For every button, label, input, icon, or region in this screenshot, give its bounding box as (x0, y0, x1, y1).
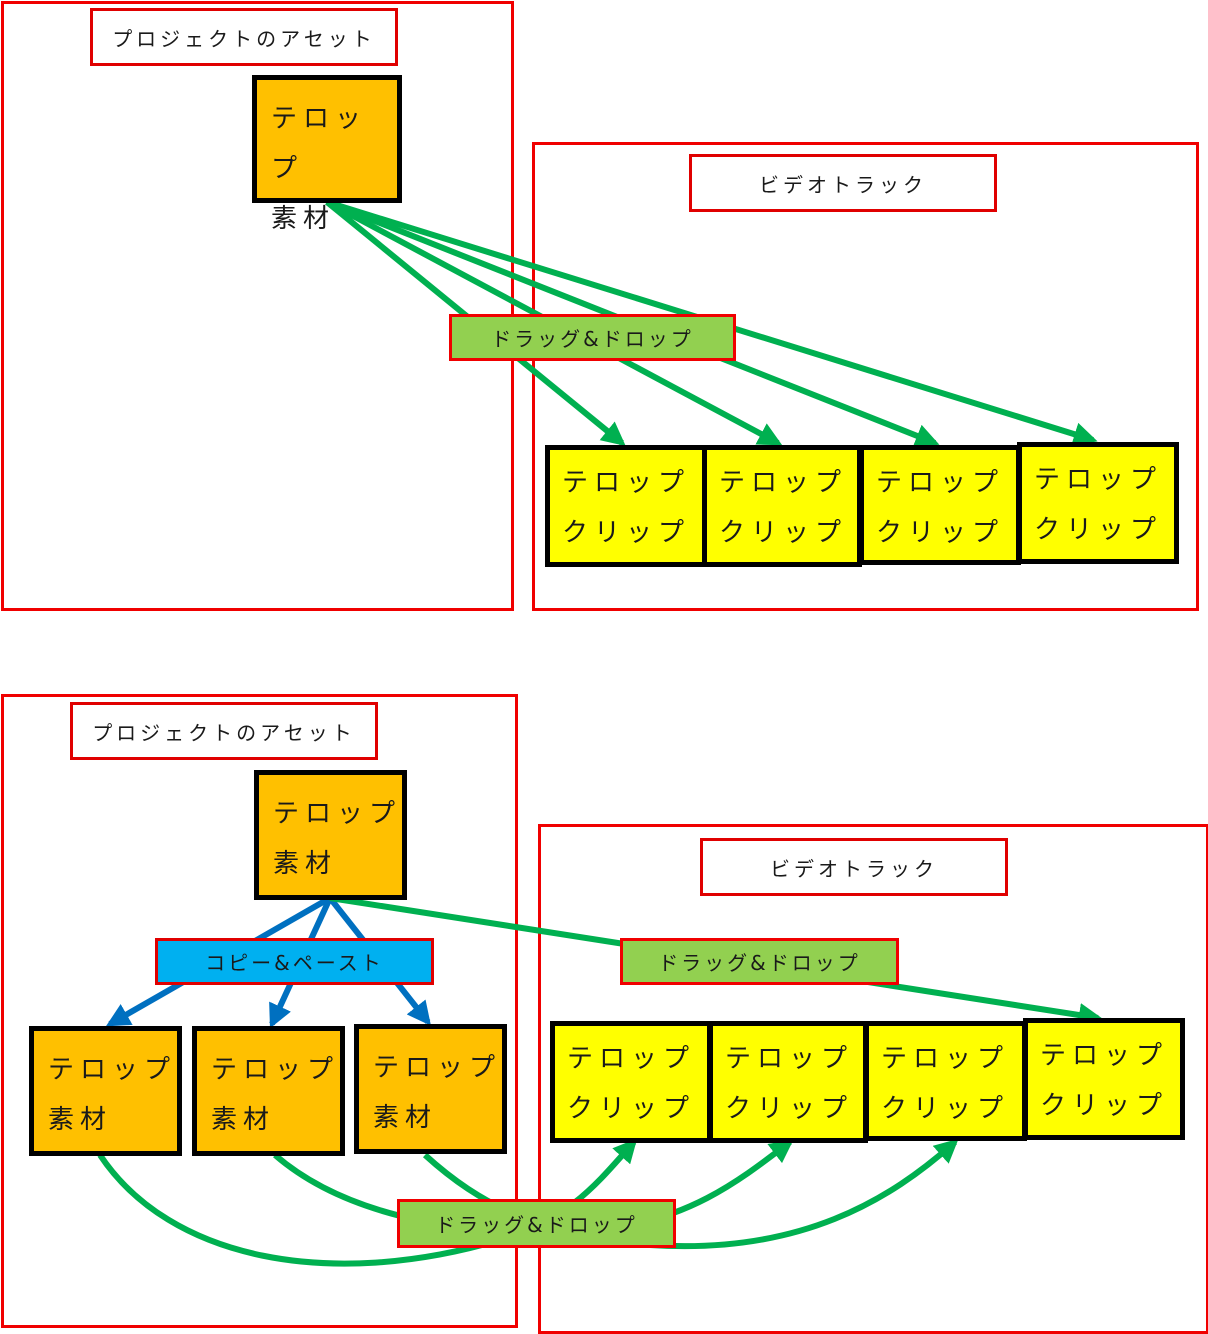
bottom-assets-panel (1, 694, 518, 1328)
top-clip-3[interactable]: テロップ クリップ (859, 445, 1021, 565)
asset-line2: 素材 (373, 1103, 438, 1133)
bottom-drag-curve-1 (97, 1138, 638, 1267)
asset-line2: 素材 (273, 849, 338, 879)
top-assets-panel-title-text: プロジェクトのアセット (112, 26, 376, 51)
copy-paste-label: コピー&ペースト (155, 938, 434, 985)
asset-line2: 素材 (211, 1105, 276, 1135)
top-clip-4[interactable]: テロップ クリップ (1017, 442, 1179, 564)
bottom-assets-panel-title: プロジェクトのアセット (70, 702, 378, 760)
clip-line2: クリップ (876, 518, 1005, 548)
asset-line2: 素材 (48, 1105, 113, 1135)
bottom-track-panel-title: ビデオトラック (700, 838, 1008, 896)
clip-line1: テロップ (1040, 1041, 1169, 1071)
top-clip-1[interactable]: テロップ クリップ (545, 445, 707, 567)
bottom-clip-2[interactable]: テロップ クリップ (708, 1021, 868, 1143)
bottom-clip-1[interactable]: テロップ クリップ (550, 1021, 712, 1143)
top-track-panel-title-text: ビデオトラック (759, 172, 927, 197)
bottom-track-panel (538, 824, 1208, 1334)
top-drag-drop-label-text: ドラッグ&ドロップ (491, 327, 694, 351)
clip-line1: テロップ (881, 1044, 1010, 1074)
bottom-drag-drop-label-bottom: ドラッグ&ドロップ (397, 1199, 676, 1248)
top-track-panel-title: ビデオトラック (689, 154, 997, 212)
top-source-asset[interactable]: テロップ 素材 (252, 75, 402, 234)
bottom-track-panel-title-text: ビデオトラック (770, 856, 938, 881)
clip-line2: クリップ (719, 518, 848, 548)
asset-line1: テロップ (273, 799, 402, 829)
clip-line1: テロップ (567, 1044, 696, 1074)
top-track-panel (532, 142, 1199, 611)
clip-line1: テロップ (1034, 465, 1163, 495)
bottom-assets-panel-title-text: プロジェクトのアセット (92, 720, 356, 745)
top-clip-2[interactable]: テロップ クリップ (702, 445, 862, 567)
bottom-drag-drop-label-bottom-text: ドラッグ&ドロップ (435, 1213, 638, 1237)
clip-line2: クリップ (1034, 515, 1163, 545)
bottom-clip-4[interactable]: テロップ クリップ (1023, 1018, 1185, 1140)
clip-line1: テロップ (719, 468, 848, 498)
clip-line2: クリップ (562, 518, 691, 548)
clip-line2: クリップ (725, 1094, 854, 1124)
asset-line2: 素材 (271, 204, 336, 234)
clip-line1: テロップ (562, 468, 691, 498)
asset-line1: テロップ (271, 104, 368, 184)
top-assets-panel (1, 1, 514, 611)
clip-line2: クリップ (1040, 1091, 1169, 1121)
bottom-source-asset[interactable]: テロップ 素材 (254, 770, 407, 900)
copy-paste-label-text: コピー&ペースト (205, 951, 384, 975)
asset-line1: テロップ (373, 1053, 502, 1083)
asset-line1: テロップ (211, 1055, 340, 1085)
top-assets-panel-title: プロジェクトのアセット (90, 8, 398, 66)
bottom-drag-drop-label-top: ドラッグ&ドロップ (620, 938, 899, 985)
bottom-drag-drop-label-top-text: ドラッグ&ドロップ (658, 951, 861, 975)
bottom-clip-3[interactable]: テロップ クリップ (864, 1021, 1027, 1141)
clip-line2: クリップ (881, 1094, 1010, 1124)
bottom-copy-asset-1[interactable]: テロップ 素材 (29, 1026, 182, 1156)
asset-line1: テロップ (48, 1055, 177, 1085)
clip-line1: テロップ (876, 468, 1005, 498)
bottom-copy-asset-2[interactable]: テロップ 素材 (192, 1026, 345, 1156)
top-drag-drop-label: ドラッグ&ドロップ (449, 314, 736, 361)
clip-line1: テロップ (725, 1044, 854, 1074)
clip-line2: クリップ (567, 1094, 696, 1124)
bottom-copy-asset-3[interactable]: テロップ 素材 (354, 1024, 507, 1154)
